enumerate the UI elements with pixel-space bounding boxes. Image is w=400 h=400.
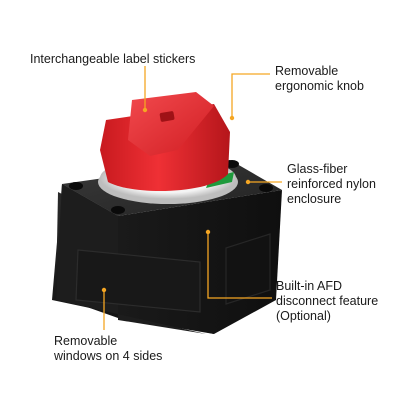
annotation-text: disconnect feature — [276, 294, 379, 308]
removable-window-side — [225, 233, 271, 305]
mount-hole-right — [259, 184, 273, 192]
annotation-text: Removable — [275, 64, 339, 78]
ergonomic-knob[interactable] — [100, 92, 230, 192]
callout-line-afd — [207, 232, 272, 299]
annotation-text: reinforced nylon — [287, 177, 376, 191]
annotation-text: (Optional) — [276, 309, 331, 323]
callout-dot-knob — [229, 115, 235, 121]
mount-hole-left — [69, 182, 83, 190]
annotation-text: Removable — [54, 334, 118, 348]
removable-window — [75, 249, 201, 313]
annotation-label-stickers: Interchangeable label stickers — [30, 52, 195, 67]
mount-hole-front — [111, 206, 125, 214]
annotation-afd-disconnect: Built-in AFD disconnect feature (Optiona… — [276, 279, 378, 324]
annotation-text: windows on 4 sides — [54, 349, 163, 363]
callout-dot-enclosure — [245, 179, 251, 185]
annotation-text: Glass-fiber — [287, 162, 348, 176]
annotation-removable-knob: Removable ergonomic knob — [275, 64, 364, 94]
knob-top — [128, 92, 214, 156]
callout-dot-afd — [205, 229, 211, 235]
annotation-text: enclosure — [287, 192, 342, 206]
annotation-removable-windows: Removable windows on 4 sides — [54, 334, 162, 364]
callout-dot-stickers — [142, 107, 148, 113]
callout-dot-windows — [101, 287, 107, 293]
annotation-text: ergonomic knob — [275, 79, 364, 93]
callout-line-knob — [231, 73, 270, 118]
annotation-text: Built-in AFD — [276, 279, 342, 293]
annotation-enclosure: Glass-fiber reinforced nylon enclosure — [287, 162, 376, 207]
callouts — [101, 66, 282, 330]
knob-slot — [159, 111, 175, 122]
annotation-text: Interchangeable label stickers — [30, 52, 196, 66]
